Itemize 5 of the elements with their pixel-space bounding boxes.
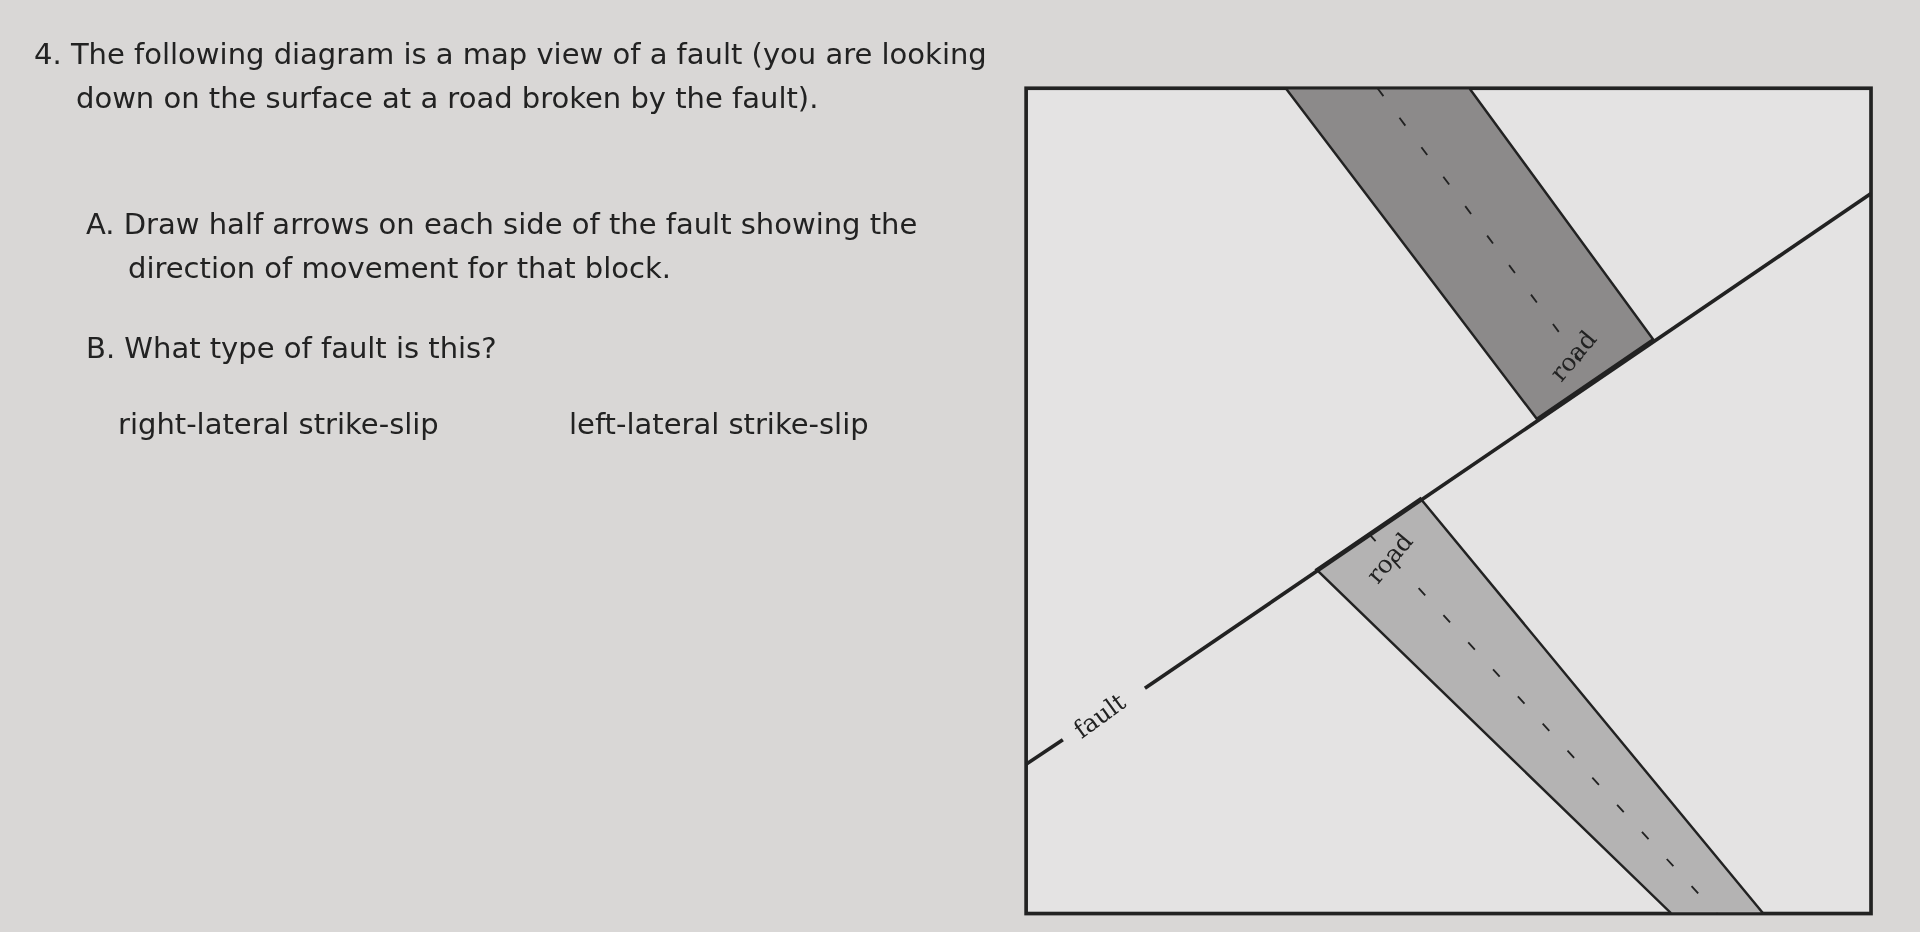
answer-choice: right-lateral strike-slip xyxy=(118,406,440,443)
answer-choice: left-lateral strike-slip xyxy=(569,406,870,443)
question-text: 4. The following diagram is a map view of a fault (you are looking down on the surface at a road broken by the fault). xyxy=(34,36,988,117)
instruction-text: A. Draw half arrows on each side of the fault showing the direction of movement for that block. xyxy=(86,206,919,287)
question-text: B. What type of fault is this? xyxy=(86,330,498,367)
